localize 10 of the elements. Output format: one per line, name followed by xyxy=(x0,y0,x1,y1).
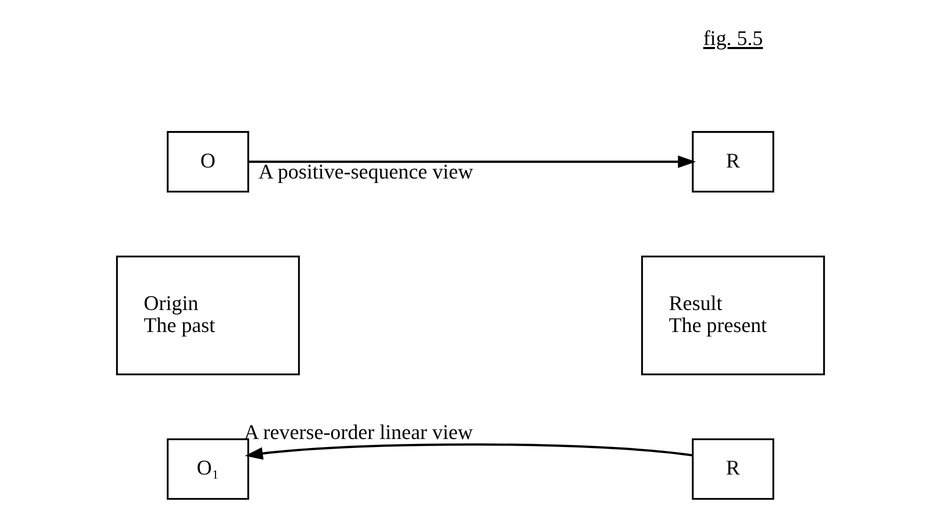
edge-label: A positive-sequence view xyxy=(258,159,474,184)
label: fig. 5.5 xyxy=(703,26,763,50)
node-box: R xyxy=(692,131,774,192)
node-box: Origin The past xyxy=(116,256,300,376)
node-box: Result The present xyxy=(641,256,825,376)
node-box: O₁ xyxy=(166,438,250,500)
arrow xyxy=(248,156,696,168)
node-box: R xyxy=(692,438,774,500)
arrow xyxy=(244,443,693,460)
node-box: O xyxy=(166,131,250,192)
